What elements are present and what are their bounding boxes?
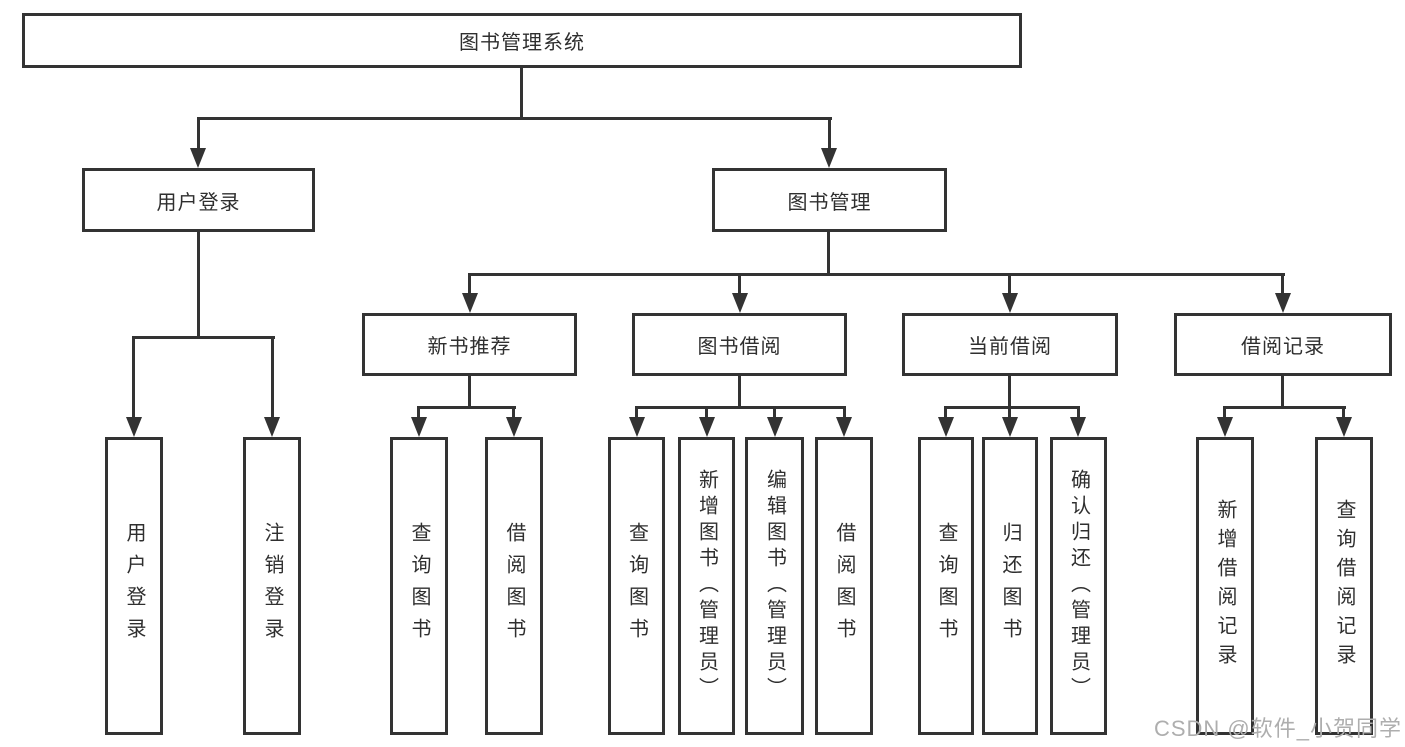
connector-line <box>1281 376 1284 409</box>
connector-line <box>512 406 515 419</box>
leaf-label: 新增借阅记录 <box>1214 499 1236 673</box>
leaf-borrow-add-books-admin: 新增图书（管理员） <box>678 437 735 735</box>
arrow-down-icon <box>1002 417 1018 437</box>
leaf-records-query-record: 查询借阅记录 <box>1315 437 1373 735</box>
leaf-label: 借阅图书 <box>833 522 855 650</box>
node-book-management: 图书管理 <box>712 168 947 232</box>
leaf-newbook-query-books: 查询图书 <box>390 437 448 735</box>
connector-line <box>827 232 830 276</box>
node-label: 新书推荐 <box>427 336 512 358</box>
connector-line <box>738 376 741 409</box>
arrow-down-icon <box>462 293 478 313</box>
connector-line <box>828 117 831 150</box>
leaf-label: 归还图书 <box>999 522 1021 650</box>
leaf-label: 查询图书 <box>625 522 648 650</box>
arrow-down-icon <box>836 417 852 437</box>
leaf-newbook-borrow-books: 借阅图书 <box>485 437 543 735</box>
arrow-down-icon <box>506 417 522 437</box>
connector-line <box>197 232 200 339</box>
connector-line <box>1342 406 1345 419</box>
connector-line <box>944 406 947 419</box>
connector-line <box>468 273 471 295</box>
arrow-down-icon <box>190 148 206 168</box>
arrow-down-icon <box>767 417 783 437</box>
arrow-down-icon <box>938 417 954 437</box>
arrow-down-icon <box>1217 417 1233 437</box>
connector-line <box>132 336 135 420</box>
node-label: 借阅记录 <box>1241 336 1325 358</box>
connector-line <box>1008 273 1011 295</box>
connector-line <box>132 336 275 339</box>
leaf-label: 查询图书 <box>935 522 957 650</box>
connector-line <box>520 68 523 120</box>
leaf-label: 确认归还（管理员） <box>1067 469 1090 703</box>
leaf-label: 借阅图书 <box>503 522 525 650</box>
arrow-down-icon <box>264 417 280 437</box>
connector-line <box>944 406 1080 409</box>
node-label: 图书管理系统 <box>459 32 585 54</box>
leaf-borrow-edit-books-admin: 编辑图书（管理员） <box>745 437 804 735</box>
connector-line <box>1008 376 1011 409</box>
leaf-user-login: 用户登录 <box>105 437 163 735</box>
arrow-down-icon <box>126 417 142 437</box>
connector-line <box>738 273 741 295</box>
connector-line <box>197 117 200 150</box>
connector-line <box>635 406 638 419</box>
leaf-label: 查询借阅记录 <box>1333 499 1355 673</box>
node-book-borrow: 图书借阅 <box>632 313 847 376</box>
arrow-down-icon <box>1275 293 1291 313</box>
leaf-current-query-books: 查询图书 <box>918 437 974 735</box>
leaf-label: 查询图书 <box>408 522 430 650</box>
node-current-borrow: 当前借阅 <box>902 313 1118 376</box>
leaf-borrow-query-books: 查询图书 <box>608 437 665 735</box>
connector-line <box>271 336 274 420</box>
arrow-down-icon <box>732 293 748 313</box>
connector-line <box>1008 406 1011 419</box>
leaf-records-add-record: 新增借阅记录 <box>1196 437 1254 735</box>
leaf-logout: 注销登录 <box>243 437 301 735</box>
node-library-system: 图书管理系统 <box>22 13 1022 68</box>
connector-line <box>1281 273 1284 295</box>
connector-line <box>635 406 846 409</box>
leaf-borrow-borrow-books: 借阅图书 <box>815 437 873 735</box>
node-label: 图书借阅 <box>697 336 782 358</box>
leaf-label: 注销登录 <box>261 522 283 650</box>
connector-line <box>468 273 1285 276</box>
node-user-login: 用户登录 <box>82 168 315 232</box>
node-borrow-records: 借阅记录 <box>1174 313 1392 376</box>
connector-line <box>1223 406 1226 419</box>
arrow-down-icon <box>411 417 427 437</box>
connector-line <box>417 406 420 419</box>
watermark: CSDN @软件_小贺同学 <box>1153 716 1402 741</box>
arrow-down-icon <box>821 148 837 168</box>
connector-line <box>197 117 832 120</box>
arrow-down-icon <box>1336 417 1352 437</box>
connector-line <box>843 406 846 419</box>
node-label: 用户登录 <box>156 191 241 214</box>
connector-line <box>468 376 471 409</box>
arrow-down-icon <box>699 417 715 437</box>
connector-line <box>773 406 776 419</box>
connector-line <box>417 406 516 409</box>
leaf-label: 编辑图书（管理员） <box>763 469 786 703</box>
node-new-book-recommend: 新书推荐 <box>362 313 577 376</box>
connector-line <box>1223 406 1346 409</box>
node-label: 图书管理 <box>787 191 872 214</box>
leaf-label: 用户登录 <box>123 522 145 650</box>
arrow-down-icon <box>629 417 645 437</box>
connector-line <box>705 406 708 419</box>
arrow-down-icon <box>1070 417 1086 437</box>
arrow-down-icon <box>1002 293 1018 313</box>
leaf-current-return-books: 归还图书 <box>982 437 1038 735</box>
connector-line <box>1077 406 1080 419</box>
leaf-label: 新增图书（管理员） <box>695 469 718 703</box>
leaf-current-confirm-return-admin: 确认归还（管理员） <box>1050 437 1107 735</box>
node-label: 当前借阅 <box>968 336 1052 358</box>
